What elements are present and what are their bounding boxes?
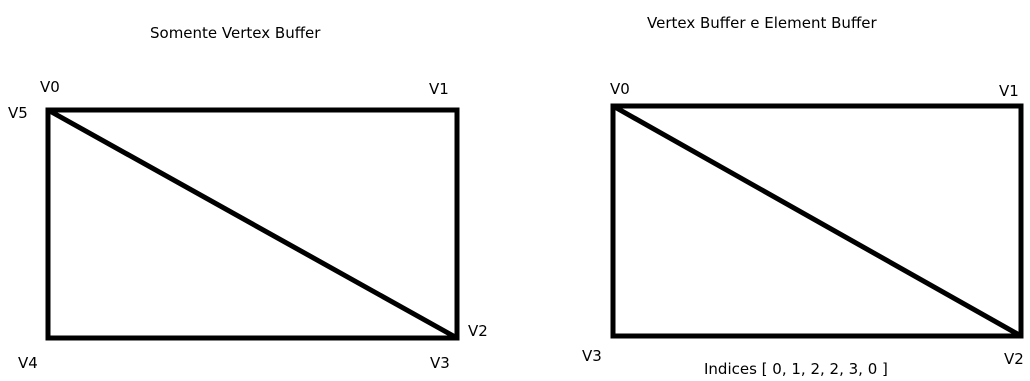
right-diagram: Vertex Buffer e Element Buffer V0 V1 V3 … — [520, 0, 1030, 381]
left-diagram-title: Somente Vertex Buffer — [150, 24, 321, 42]
left-rectangle-diagram — [45, 107, 460, 341]
right-diagonal-edge — [611, 103, 1023, 339]
left-diagonal-edge — [46, 107, 459, 341]
vertex-label-v2: V2 — [1004, 350, 1024, 368]
right-diagram-title: Vertex Buffer e Element Buffer — [647, 14, 877, 32]
vertex-label-v5: V5 — [8, 104, 28, 122]
left-quad-outline — [45, 107, 460, 341]
vertex-label-v0: V0 — [610, 80, 630, 98]
right-rectangle-diagram — [610, 103, 1024, 339]
vertex-label-v3: V3 — [430, 354, 450, 372]
vertex-label-v1: V1 — [999, 82, 1019, 100]
vertex-label-v3: V3 — [582, 347, 602, 365]
vertex-label-v4: V4 — [18, 354, 38, 372]
vertex-label-v2: V2 — [468, 322, 488, 340]
left-diagram: Somente Vertex Buffer V0 V1 V5 V2 V4 V3 — [8, 24, 488, 372]
right-quad-outline — [610, 103, 1024, 339]
vertex-label-v0: V0 — [40, 78, 60, 96]
indices-array-label: Indices [ 0, 1, 2, 2, 3, 0 ] — [704, 360, 888, 378]
vertex-label-v1: V1 — [429, 80, 449, 98]
